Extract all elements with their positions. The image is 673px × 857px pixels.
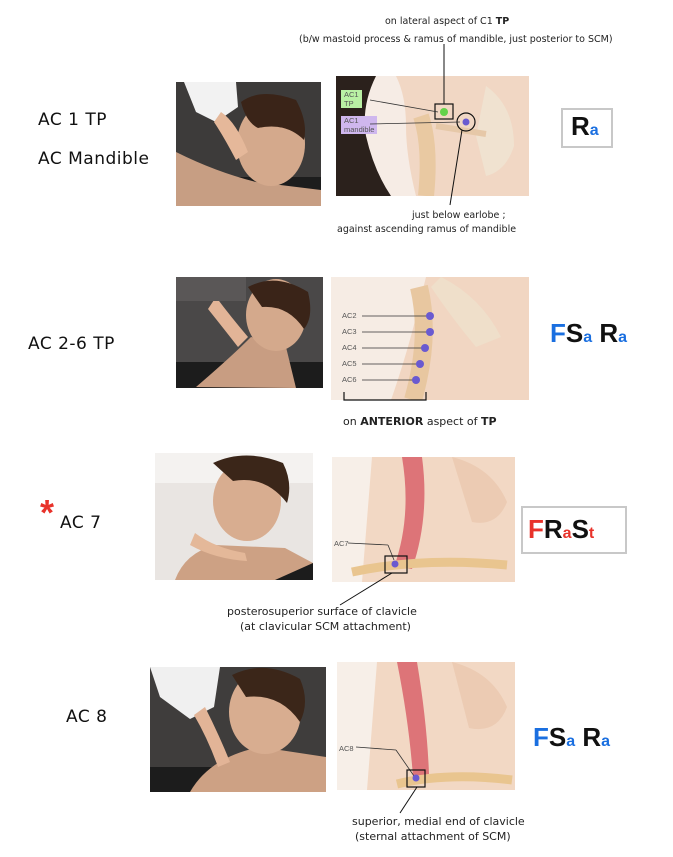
- row2-code-letter-2: a: [583, 329, 593, 346]
- row4-code: FSa Ra: [533, 722, 610, 753]
- row1-note-top-2: (b/w mastoid process & ramus of mandible…: [299, 34, 613, 45]
- row1-note-bottom-2: against ascending ramus of mandible: [337, 224, 517, 235]
- row2-photo: [176, 277, 323, 388]
- row1-photo: [176, 82, 321, 206]
- row3-code-letter-0: F: [528, 514, 544, 544]
- row2-point-0: [426, 312, 434, 320]
- row3-note-1: posterosuperior surface of clavicle: [227, 605, 417, 618]
- row4-code-letter-0: F: [533, 722, 549, 752]
- row3-star-icon: *: [40, 492, 55, 533]
- row3-code-box: [521, 506, 627, 554]
- row4-code-letter-4: a: [601, 733, 611, 750]
- row3-code-letter-2: a: [562, 525, 572, 542]
- row2-code: FSa Ra: [550, 318, 627, 349]
- row1-label-ac-mandible: AC Mandible: [38, 149, 150, 169]
- row2-label: AC 2-6 TP: [28, 334, 115, 354]
- row2-point-label-2: AC4: [342, 343, 357, 352]
- row1-code-letter-0: R: [571, 111, 590, 141]
- row4-note-2: (sternal attachment of SCM): [355, 830, 511, 843]
- row1-code-letter-1: a: [589, 122, 599, 139]
- row3-anatomy-figure: AC7: [332, 457, 515, 582]
- row1-note-bottom-1: just below earlobe ;: [412, 210, 506, 221]
- row2-point-label-4: AC6: [342, 375, 357, 384]
- row2-point-4: [412, 376, 420, 384]
- row2-code-letter-0: F: [550, 318, 566, 348]
- row3-code-letter-1: R: [543, 514, 563, 544]
- row2-note: on ANTERIOR aspect of TP: [343, 415, 497, 428]
- row4-code-letter-3: R: [575, 722, 602, 752]
- row2-code-letter-3: R: [592, 318, 619, 348]
- row1-label-ac1-tp: AC 1 TP: [38, 110, 107, 130]
- row1-code-box: [561, 108, 613, 148]
- row3-note-2: (at clavicular SCM attachment): [240, 620, 411, 633]
- row3-point-label: AC7: [334, 539, 349, 548]
- row1-code: Ra: [571, 111, 599, 142]
- row2-point-3: [416, 360, 424, 368]
- row3-code: FRaSt: [528, 514, 594, 545]
- row3-code-letter-4: t: [588, 525, 595, 542]
- row4-code-letter-2: a: [566, 733, 576, 750]
- row3-code-letter-3: S: [571, 514, 589, 544]
- row3-photo: [155, 453, 313, 580]
- row2-anatomy-figure: [331, 277, 529, 400]
- row4-anatomy-figure: AC8: [337, 662, 515, 790]
- row2-code-letter-4: a: [618, 329, 628, 346]
- row2-point-label-3: AC5: [342, 359, 357, 368]
- row4-note-1: superior, medial end of clavicle: [352, 815, 525, 828]
- row4-code-letter-1: S: [548, 722, 567, 752]
- row3-label: AC 7: [60, 513, 102, 533]
- row4-label: AC 8: [66, 707, 108, 727]
- row4-photo: [150, 667, 326, 792]
- row2-point-label-0: AC2: [342, 311, 357, 320]
- row4-point-label: AC8: [339, 744, 354, 753]
- row2-point-1: [426, 328, 434, 336]
- row2-code-letter-1: S: [565, 318, 584, 348]
- row1-note-top: on lateral aspect of C1 TP: [385, 16, 510, 27]
- row2-point-label-1: AC3: [342, 327, 357, 336]
- row2-point-2: [421, 344, 429, 352]
